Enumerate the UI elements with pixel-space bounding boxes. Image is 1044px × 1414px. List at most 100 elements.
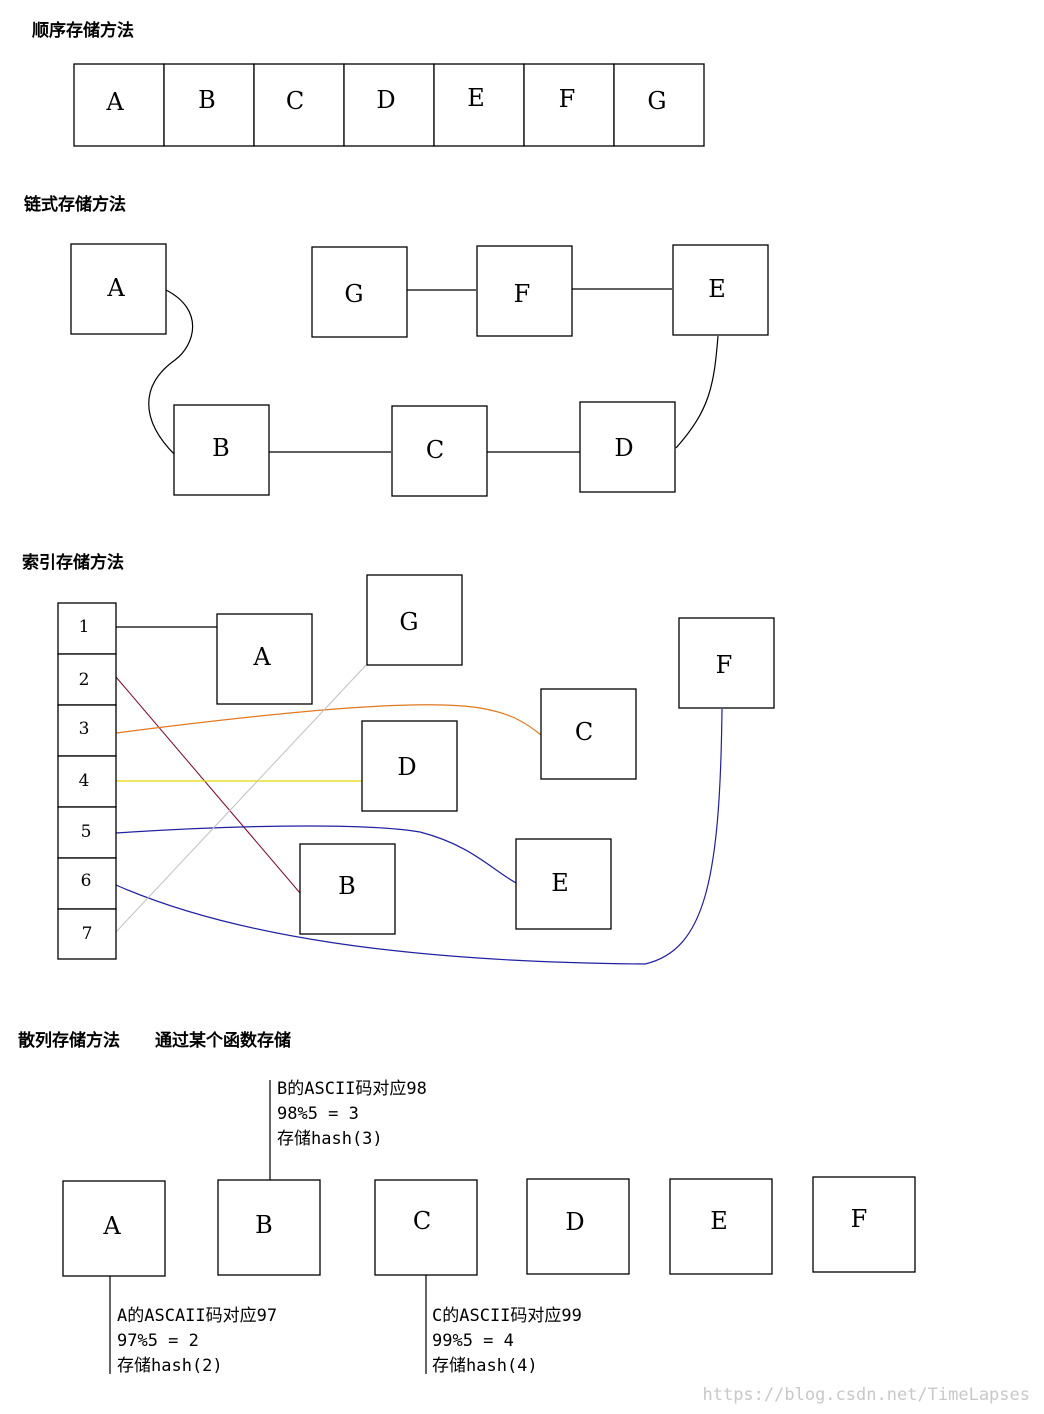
index-label-7: 7 — [82, 924, 93, 944]
watermark: https://blog.csdn.net/TimeLapses — [702, 1385, 1030, 1405]
indexed-label-b: B — [338, 872, 356, 900]
note-a-line-2: 97%5 = 2 — [117, 1331, 199, 1351]
indexed-label-a: A — [252, 643, 271, 671]
link-d-e — [675, 335, 719, 449]
array-cell-d — [343, 63, 435, 147]
index-label-2: 2 — [79, 670, 90, 690]
linked-label-e: E — [708, 275, 726, 303]
hash-note-a: A的ASCAII码对应97 97%5 = 2 存储hash(2) — [109, 1276, 277, 1376]
linked-node-a — [70, 243, 167, 335]
hash-label-e: E — [710, 1207, 728, 1235]
linked-label-f: F — [514, 280, 531, 308]
array-label-c: C — [286, 87, 304, 115]
linked-node-b — [173, 404, 270, 496]
array-label-a: A — [105, 88, 124, 116]
array-label-d: D — [376, 86, 395, 114]
index-cell-1 — [57, 602, 117, 655]
linked-label-c: C — [426, 436, 444, 464]
index-cell-5 — [57, 806, 117, 859]
hash-label-a: A — [102, 1212, 121, 1240]
hash-note-b: B的ASCII码对应98 98%5 = 3 存储hash(3) — [269, 1079, 427, 1180]
indexed-node-b — [299, 843, 396, 935]
hash-node-a — [62, 1180, 166, 1277]
linked-node-e — [672, 244, 769, 336]
indexed-nodes: A G F C D E B — [216, 574, 775, 935]
index-cell-6 — [57, 857, 117, 910]
linked-label-a: A — [106, 274, 125, 302]
note-c-line-1: C的ASCII码对应99 — [432, 1306, 582, 1326]
array-cell-e — [433, 63, 525, 147]
linked-nodes: A G F E B C D — [70, 243, 769, 497]
index-links — [115, 626, 723, 965]
array-cell-f — [523, 63, 615, 147]
note-c-line-2: 99%5 = 4 — [432, 1331, 514, 1351]
linked-label-b: B — [212, 434, 230, 462]
hash-node-b — [217, 1179, 321, 1276]
index-link-2-b — [115, 676, 301, 894]
indexed-node-f — [678, 617, 775, 709]
linked-heading: 链式存储方法 — [24, 194, 126, 215]
indexed-node-g — [366, 574, 463, 666]
indexed-label-e: E — [551, 869, 569, 897]
index-table: 1 2 3 4 5 6 7 — [57, 602, 117, 960]
index-cell-7 — [57, 908, 117, 960]
indexed-node-d — [361, 720, 458, 812]
index-label-1: 1 — [79, 617, 90, 637]
indexed-label-c: C — [575, 718, 593, 746]
indexed-label-g: G — [399, 608, 418, 636]
hashed-heading: 散列存储方法 — [18, 1030, 120, 1051]
note-b-line-1: B的ASCII码对应98 — [277, 1079, 427, 1099]
index-label-6: 6 — [81, 871, 92, 891]
index-cell-2 — [57, 653, 117, 706]
linked-node-d — [579, 401, 676, 493]
hash-label-f: F — [851, 1205, 868, 1233]
hashed-subheading: 通过某个函数存储 — [155, 1030, 291, 1051]
sequential-array: A B C D E F G — [73, 63, 705, 147]
hash-note-c: C的ASCII码对应99 99%5 = 4 存储hash(4) — [425, 1275, 582, 1376]
note-b-line-2: 98%5 = 3 — [277, 1104, 359, 1124]
hash-label-d: D — [565, 1208, 584, 1236]
linked-node-f — [476, 245, 573, 337]
link-a-b — [148, 289, 194, 456]
indexed-label-d: D — [397, 753, 416, 781]
index-label-4: 4 — [79, 771, 90, 791]
linked-label-g: G — [344, 280, 363, 308]
index-link-5-e — [115, 825, 517, 884]
indexed-node-e — [515, 838, 612, 930]
hash-node-c — [374, 1179, 478, 1276]
note-b-line-3: 存储hash(3) — [277, 1129, 383, 1149]
linked-node-c — [391, 405, 488, 497]
index-cell-3 — [57, 704, 117, 757]
note-a-line-1: A的ASCAII码对应97 — [117, 1306, 277, 1326]
hash-label-c: C — [413, 1207, 431, 1235]
note-a-line-3: 存储hash(2) — [117, 1356, 223, 1376]
array-cell-a — [73, 63, 165, 147]
index-link-6-f — [115, 708, 723, 965]
array-label-f: F — [559, 85, 576, 113]
array-cell-g — [613, 63, 705, 147]
note-c-line-3: 存储hash(4) — [432, 1356, 538, 1376]
linked-node-g — [311, 246, 408, 338]
index-label-3: 3 — [79, 719, 90, 739]
array-cell-c — [253, 63, 345, 147]
index-label-5: 5 — [81, 822, 92, 842]
linked-label-d: D — [614, 434, 633, 462]
hash-nodes: A B C D E F — [62, 1176, 916, 1277]
sequential-heading: 顺序存储方法 — [32, 20, 134, 41]
index-link-3-c — [115, 704, 542, 736]
indexed-node-a — [216, 613, 313, 705]
indexed-label-f: F — [716, 651, 733, 679]
index-cell-4 — [57, 755, 117, 808]
hash-label-b: B — [255, 1211, 273, 1239]
hash-node-f — [812, 1176, 916, 1273]
array-label-g: G — [647, 87, 666, 115]
array-label-b: B — [198, 86, 216, 114]
hash-node-e — [669, 1178, 773, 1275]
hash-node-d — [526, 1178, 630, 1275]
array-cell-b — [163, 63, 255, 147]
indexed-node-c — [540, 688, 637, 780]
linked-links — [148, 288, 719, 456]
index-link-7-g — [115, 662, 369, 933]
indexed-heading: 索引存储方法 — [22, 552, 124, 573]
